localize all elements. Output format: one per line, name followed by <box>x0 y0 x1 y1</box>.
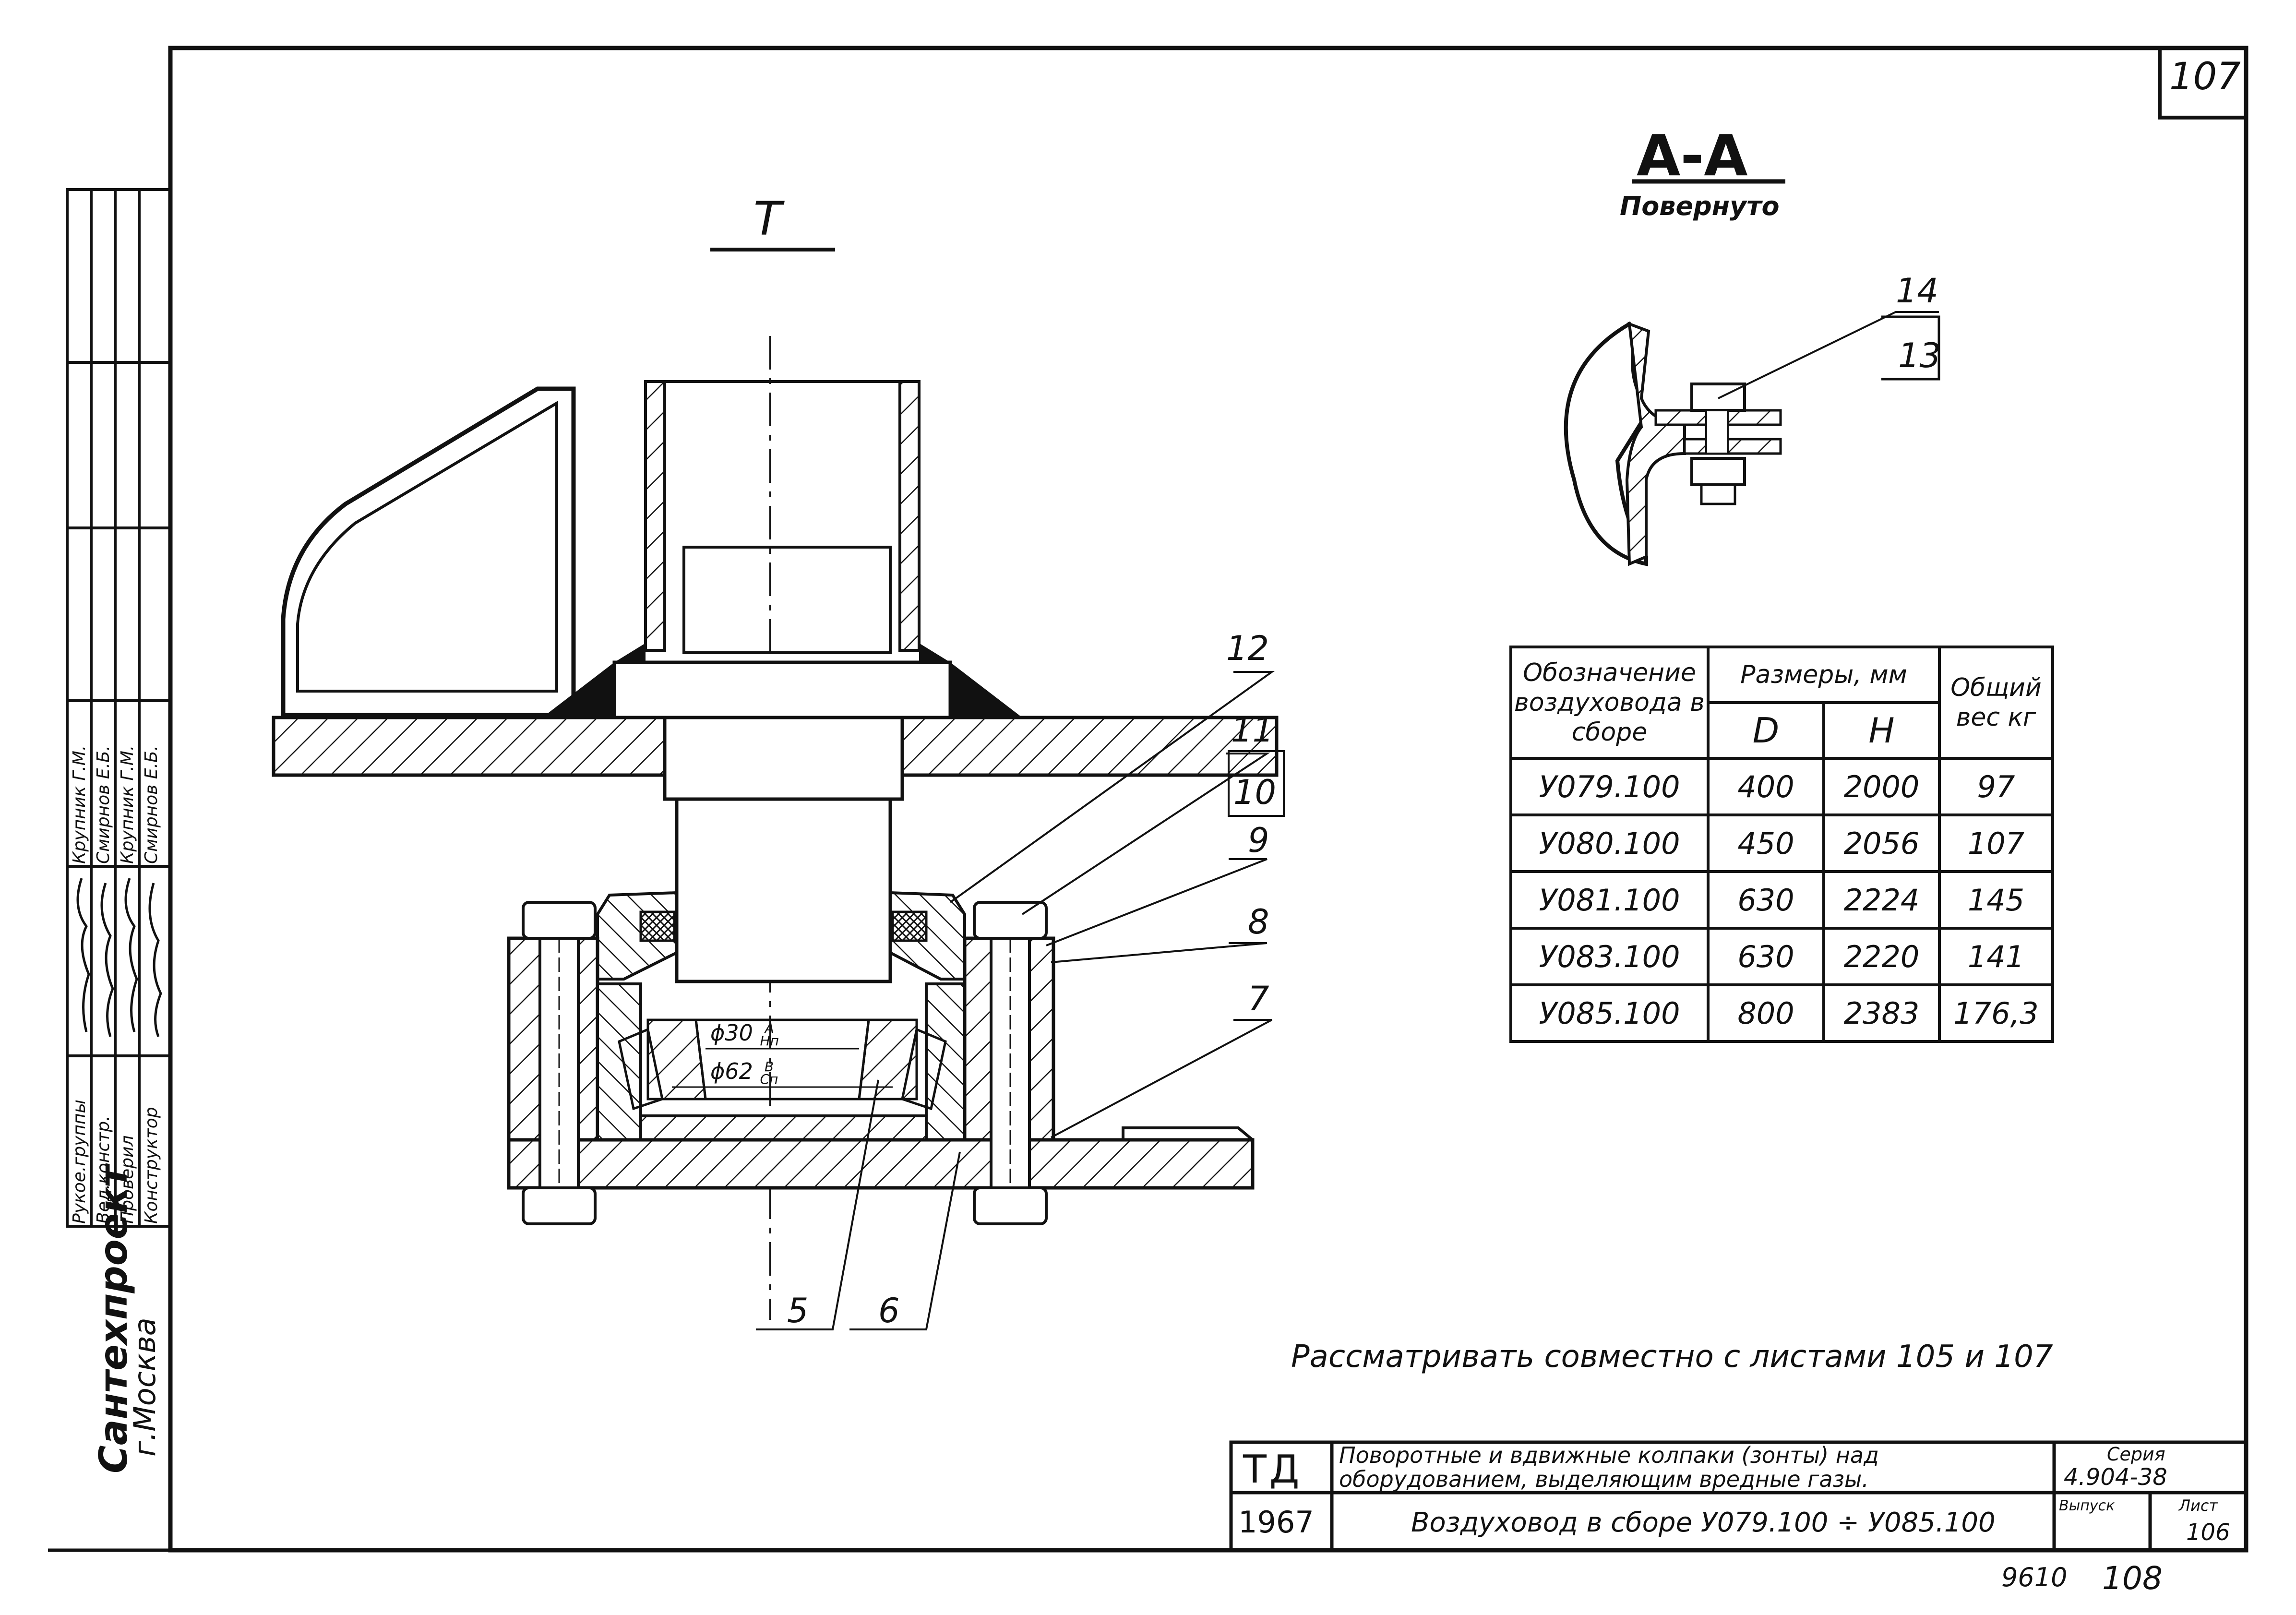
dim-62-fit-lower: Сп <box>760 1071 778 1087</box>
org-mark: ТД <box>1243 1447 1303 1492</box>
callout-10: 10 <box>1233 773 1277 812</box>
table-row: У083.100 630 2220 141 <box>1509 927 2054 986</box>
dim-30: ϕ30 А Нп <box>710 1020 779 1047</box>
header-weight: Общий вес кг <box>1938 646 2054 760</box>
header-dims: Размеры, мм <box>1707 646 1941 704</box>
view-label-t: T <box>753 192 782 246</box>
stamp-role: Конструктор <box>142 1107 161 1224</box>
callout-13: 13 <box>1898 336 1941 375</box>
table-row: У081.100 630 2224 145 <box>1509 870 2054 930</box>
assembly-spec-table: Обозначение воздуховода в сборе Размеры,… <box>1509 646 2054 1043</box>
dim-62-fit-upper: В <box>764 1058 774 1075</box>
cell-weight: 107 <box>1938 813 2054 873</box>
cell-code: У085.100 <box>1509 983 1710 1043</box>
stamp-name: Крупник Г.М. <box>70 745 89 864</box>
table-row: У080.100 450 2056 107 <box>1509 813 2054 873</box>
subject-line-1: Поворотные и вдвижные колпаки (зонты) на… <box>1339 1442 1879 1468</box>
drawing-title: Воздуховод в сборе У079.100 ÷ У085.100 <box>1411 1507 1996 1538</box>
dim-30-fit-lower: Нп <box>760 1032 779 1049</box>
sheet-label: Лист <box>2179 1496 2218 1515</box>
dim-30-fit-upper: А <box>765 1020 774 1036</box>
cell-d: 450 <box>1707 813 1825 873</box>
cell-weight: 145 <box>1938 870 2054 930</box>
callout-9: 9 <box>1248 821 1269 860</box>
header-designation: Обозначение воздуховода в сборе <box>1509 646 1710 760</box>
side-stamp-grid <box>66 188 172 1228</box>
cell-code: У083.100 <box>1509 927 1710 986</box>
callout-8: 8 <box>1248 902 1269 942</box>
cell-d: 800 <box>1707 983 1825 1043</box>
callout-6: 6 <box>878 1291 900 1330</box>
stamp-name: Смирнов Е.Б. <box>94 745 113 864</box>
header-d: D <box>1707 701 1825 760</box>
signatures <box>76 878 162 1037</box>
cross-reference-note: Рассматривать совместно с листами 105 и … <box>1291 1339 2053 1375</box>
dim-62: ϕ62 В Сп <box>710 1058 778 1086</box>
title-block-frame <box>1229 1440 2248 1552</box>
cell-weight: 141 <box>1938 927 2054 986</box>
callout-7: 7 <box>1248 979 1269 1018</box>
side-city: г.Москва <box>127 1317 162 1457</box>
stamp-role: Рукое.группы <box>70 1100 89 1224</box>
sheet-number-box <box>2158 46 2248 120</box>
series-label: Серия <box>2107 1444 2165 1465</box>
header-h: H <box>1822 701 1941 760</box>
cell-d: 630 <box>1707 927 1825 986</box>
section-title: А-А <box>1637 122 1748 189</box>
sheet-value: 106 <box>2186 1519 2230 1546</box>
table-row: У079.100 400 2000 97 <box>1509 757 2054 816</box>
cell-h: 2383 <box>1822 983 1941 1043</box>
series-value: 4.904-38 <box>2064 1464 2167 1491</box>
issue-label: Выпуск <box>2059 1497 2115 1514</box>
callout-14: 14 <box>1896 271 1939 311</box>
sheet-number: 107 <box>2169 55 2241 98</box>
assembly-view-t <box>272 248 1285 1330</box>
stamp-name: Крупник Г.М. <box>118 745 137 864</box>
cell-h: 2000 <box>1822 757 1941 816</box>
stamp-role: Вед.констр. <box>94 1115 113 1224</box>
cell-h: 2220 <box>1822 927 1941 986</box>
cell-code: У080.100 <box>1509 813 1710 873</box>
cell-h: 2224 <box>1822 870 1941 930</box>
year: 1967 <box>1238 1505 1314 1540</box>
dim-62-value: ϕ62 <box>710 1058 753 1084</box>
section-subtitle: Повернуто <box>1620 191 1780 221</box>
page-number: 108 <box>2102 1560 2163 1597</box>
callout-12: 12 <box>1226 629 1269 668</box>
cell-d: 630 <box>1707 870 1825 930</box>
cell-code: У079.100 <box>1509 757 1710 816</box>
callout-11: 11 <box>1231 710 1274 750</box>
archive-number: 9610 <box>2001 1562 2068 1592</box>
section-a-a-view <box>1564 179 1940 566</box>
table-row: У085.100 800 2383 176,3 <box>1509 983 2054 1043</box>
cell-code: У081.100 <box>1509 870 1710 930</box>
callout-5: 5 <box>787 1291 809 1330</box>
dim-30-value: ϕ30 <box>710 1020 753 1046</box>
cell-weight: 97 <box>1938 757 2054 816</box>
cell-d: 400 <box>1707 757 1825 816</box>
subject-line-2: оборудованием, выделяющим вредные газы. <box>1339 1466 1869 1492</box>
cell-weight: 176,3 <box>1938 983 2054 1043</box>
cell-h: 2056 <box>1822 813 1941 873</box>
stamp-name: Смирнов Е.Б. <box>142 745 161 864</box>
stamp-role: Проверил <box>118 1135 137 1224</box>
